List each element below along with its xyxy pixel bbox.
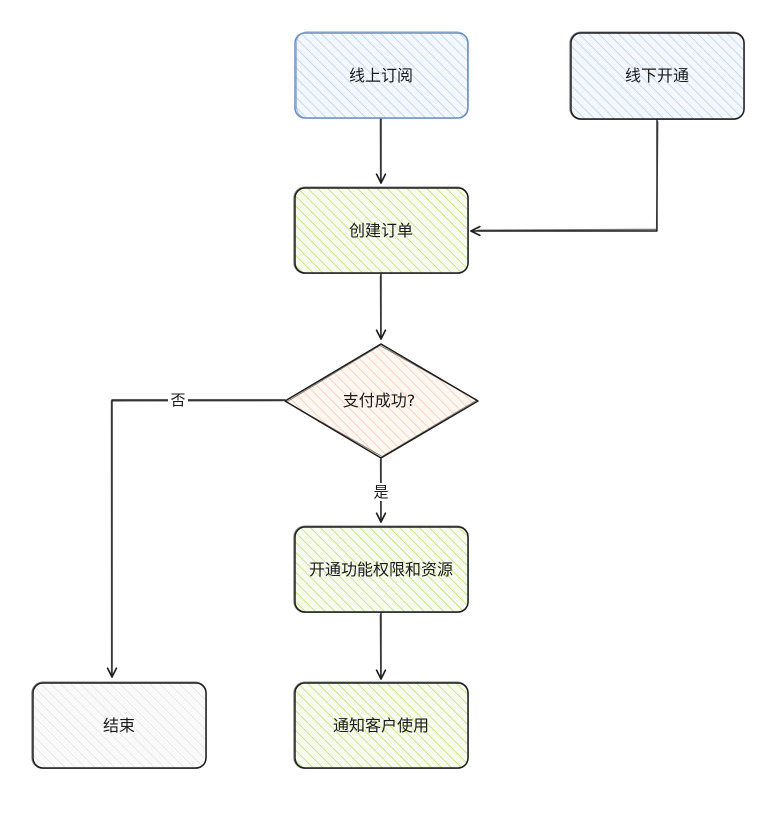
node-create-order[interactable]: 创建订单 — [293, 186, 469, 274]
node-online-subscribe[interactable]: 线上订阅 — [294, 31, 469, 119]
no-label-backdrop — [168, 391, 188, 409]
node-end[interactable]: 结束 — [31, 681, 207, 769]
edge-order-to-payment — [375, 273, 387, 340]
edge-payment-yes: 是 — [371, 457, 391, 523]
node-label: 创建订单 — [349, 221, 413, 240]
edge-online-to-order — [375, 117, 387, 184]
node-label: 开通功能权限和资源 — [309, 560, 453, 579]
node-label: 线上订阅 — [349, 66, 413, 85]
node-payment-success-decision[interactable]: 支付成功? — [284, 343, 479, 459]
node-label: 通知客户使用 — [333, 716, 429, 735]
edge-label-yes: 是 — [373, 483, 388, 501]
yes-label-backdrop — [371, 483, 391, 501]
node-offline-open[interactable]: 线下开通 — [569, 31, 745, 120]
node-grant-access[interactable]: 开通功能权限和资源 — [293, 525, 469, 613]
node-label: 结束 — [103, 716, 135, 735]
node-label: 线下开通 — [625, 66, 689, 85]
node-notify-customer[interactable]: 通知客户使用 — [293, 681, 469, 769]
edge-grant-to-notify — [375, 612, 387, 680]
edge-offline-to-order — [470, 119, 659, 237]
node-label: 支付成功? — [343, 391, 416, 410]
edge-label-no: 否 — [170, 391, 185, 409]
edge-payment-no: 否 — [106, 391, 286, 678]
